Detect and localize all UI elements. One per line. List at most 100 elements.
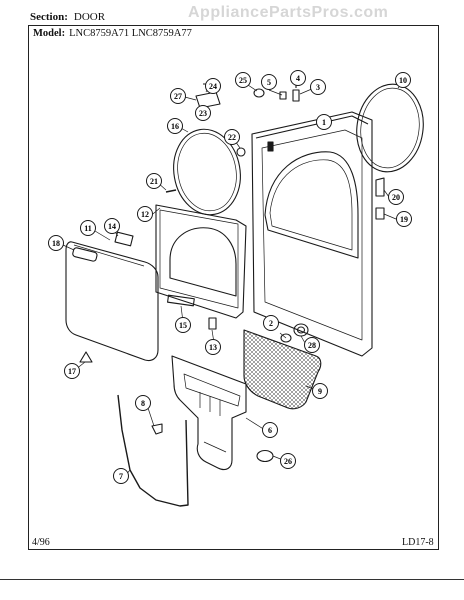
callout-13: 13 [205, 339, 221, 355]
callout-6: 6 [262, 422, 278, 438]
callout-12: 12 [137, 206, 153, 222]
callout-19: 19 [396, 211, 412, 227]
callout-number: 10 [399, 76, 407, 85]
outer-door-panel [251, 111, 373, 357]
section-label: Section: [30, 11, 68, 23]
callout-circle [170, 88, 186, 104]
callout-circle [316, 114, 332, 130]
callout-circle [304, 337, 320, 353]
inner-gasket-ring [173, 128, 241, 216]
callout-4: 4 [290, 70, 306, 86]
callout-circle [395, 72, 411, 88]
callout-circle [235, 72, 251, 88]
callout-number: 2 [269, 319, 273, 328]
callout-1: 1 [316, 114, 332, 130]
callout-20: 20 [388, 189, 404, 205]
callout-25: 25 [235, 72, 251, 88]
side-bracket [375, 177, 385, 197]
callout-18: 18 [48, 235, 64, 251]
callout-circle [195, 105, 211, 121]
filter-housing [171, 355, 247, 471]
callout-number: 3 [316, 83, 320, 92]
watermark: AppliancePartsPros.com [188, 4, 389, 21]
callout-17: 17 [64, 363, 80, 379]
callout-circle [261, 74, 277, 90]
door-gasket-ring [356, 83, 424, 173]
callout-number: 5 [267, 78, 271, 87]
callout-circle [104, 218, 120, 234]
callout-circle [64, 363, 80, 379]
callout-number: 7 [119, 472, 123, 481]
callout-number: 22 [228, 133, 236, 142]
callout-number: 21 [150, 177, 158, 186]
callout-14: 14 [104, 218, 120, 234]
callout-circle [205, 78, 221, 94]
callout-number: 15 [179, 321, 187, 330]
callout-number: 27 [174, 92, 182, 101]
door-catch [208, 317, 217, 330]
callout-11: 11 [80, 220, 96, 236]
callout-number: 24 [209, 82, 217, 91]
callout-circle [48, 235, 64, 251]
callout-circle [167, 118, 183, 134]
callout-circle [137, 206, 153, 222]
bottom-rule [0, 579, 464, 580]
label-plate [114, 231, 134, 247]
callout-28: 28 [304, 337, 320, 353]
cone-foot [79, 351, 93, 363]
model-heading: Model:LNC8759A71 LNC8759A77 [33, 28, 192, 39]
callout-23: 23 [195, 105, 211, 121]
callout-circle [175, 317, 191, 333]
callout-number: 9 [318, 387, 322, 396]
callout-number: 13 [209, 343, 217, 352]
callout-number: 8 [141, 399, 145, 408]
callout-2: 2 [263, 315, 279, 331]
callout-circle [262, 422, 278, 438]
nut [236, 147, 246, 157]
callout-circle [312, 383, 328, 399]
handle-piece [72, 247, 98, 262]
callout-circle [396, 211, 412, 227]
model-label: Model: [33, 28, 66, 39]
callout-circle [310, 79, 326, 95]
callout-number: 14 [108, 222, 116, 231]
callout-layer: 1234567891011121314151617181920212223242… [48, 70, 412, 484]
callout-22: 22 [224, 129, 240, 145]
side-clip [375, 207, 385, 220]
callout-circle [113, 468, 129, 484]
callout-number: 19 [400, 215, 408, 224]
callout-number: 16 [171, 122, 179, 131]
callout-circle [263, 315, 279, 331]
callout-circle [80, 220, 96, 236]
lint-screen [243, 329, 322, 410]
hinge-plate [292, 89, 300, 102]
callout-3: 3 [310, 79, 326, 95]
callout-circle [280, 453, 296, 469]
door-liner-panel [65, 241, 159, 362]
callout-number: 28 [308, 341, 316, 350]
callout-circle [224, 129, 240, 145]
callout-number: 11 [84, 224, 92, 233]
o-ring [256, 449, 274, 463]
callout-24: 24 [205, 78, 221, 94]
callout-number: 18 [52, 239, 60, 248]
knob [293, 323, 309, 337]
callout-number: 23 [199, 109, 207, 118]
clip [151, 423, 163, 435]
callout-26: 26 [280, 453, 296, 469]
callout-circle [146, 173, 162, 189]
screw [165, 189, 177, 193]
callout-7: 7 [113, 468, 129, 484]
callout-circle [290, 70, 306, 86]
trim-strip [167, 294, 195, 307]
section-heading: Section:DOOR [30, 11, 105, 23]
callout-number: 6 [268, 426, 272, 435]
diagram-frame [28, 25, 439, 550]
callout-circle [205, 339, 221, 355]
callout-9: 9 [312, 383, 328, 399]
footer-page-code: LD17-8 [402, 537, 434, 548]
callout-number: 12 [141, 210, 149, 219]
callout-5: 5 [261, 74, 277, 90]
callout-8: 8 [135, 395, 151, 411]
